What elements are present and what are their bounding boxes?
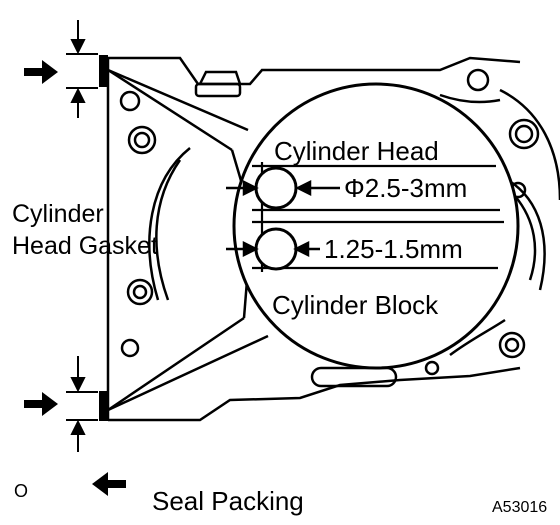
arrow-right-icon xyxy=(24,392,58,416)
arrow-left-icon xyxy=(92,472,126,496)
label-gasket-line2: Head Gasket xyxy=(12,232,158,260)
dimension-arrows xyxy=(226,179,340,258)
thickness-markers xyxy=(66,20,108,452)
label-diameter: Φ2.5-3mm xyxy=(344,173,467,203)
legend-symbol: O xyxy=(14,481,28,501)
label-width: 1.25-1.5mm xyxy=(324,234,463,264)
figure-code: A53016 xyxy=(492,499,547,516)
engine-block-outline xyxy=(106,56,560,422)
magnified-detail xyxy=(226,82,520,370)
label-cylinder-block: Cylinder Block xyxy=(272,290,439,320)
label-gasket-line1: Cylinder xyxy=(12,200,104,228)
label-seal-packing: Seal Packing xyxy=(152,486,304,516)
label-cylinder-head: Cylinder Head xyxy=(274,136,439,166)
arrow-right-icon xyxy=(24,60,58,84)
